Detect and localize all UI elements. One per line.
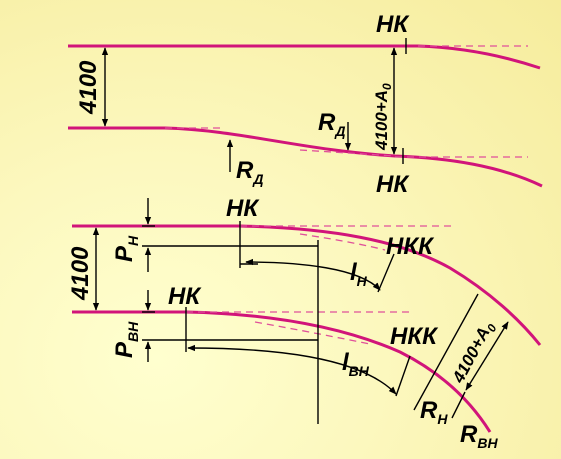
label-nkk-b: НКК <box>390 323 439 350</box>
label-nk-lower-a: НК <box>226 195 260 222</box>
label-nkk-a: НКК <box>386 233 435 260</box>
l-vn-arc <box>187 344 397 395</box>
label-r-d-upper: RД <box>318 109 345 139</box>
upper-track-top <box>68 44 541 70</box>
label-nk-mid: НК <box>376 171 410 198</box>
lower-track-outer-shift <box>299 233 386 251</box>
label-p-n: PН <box>111 235 141 262</box>
label-4100-lower: 4100 <box>67 246 94 301</box>
label-r-d-lower: RД <box>236 157 263 187</box>
upper-track-bottom-tangent-mid <box>299 149 396 157</box>
label-4100-a0-upper: 4100+А0 <box>372 83 394 151</box>
label-p-vn: PВН <box>111 321 141 358</box>
r-n-line <box>413 293 479 411</box>
label-nk-lower-b: НК <box>168 283 202 310</box>
label-nk-top: НК <box>376 11 410 38</box>
label-l-vn: lВН <box>342 349 370 379</box>
label-r-n: RН <box>420 397 448 427</box>
r-vn-line <box>451 391 466 419</box>
nkk-b-marker <box>395 355 411 397</box>
label-l-n: lН <box>350 259 368 289</box>
lower-track-outer <box>72 224 542 346</box>
label-r-vn: RВН <box>460 421 498 451</box>
dim-4100-a0-lower-arrow <box>465 321 509 391</box>
label-4100-upper: 4100 <box>75 60 102 115</box>
l-n-arc <box>245 258 381 291</box>
nkk-a-marker <box>377 253 395 293</box>
